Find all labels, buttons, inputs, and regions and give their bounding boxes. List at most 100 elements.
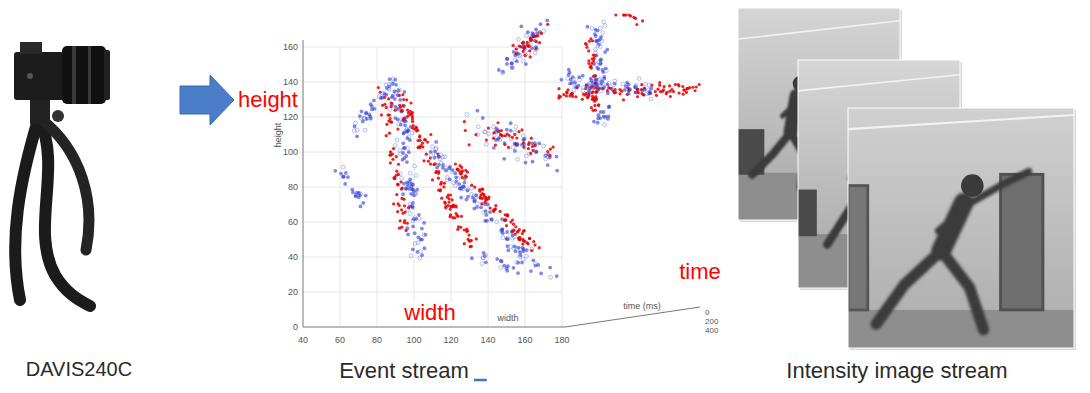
event-dot: [406, 183, 410, 187]
event-dot: [574, 95, 577, 98]
event-dot: [482, 211, 486, 215]
event-dot: [525, 248, 529, 252]
intensity-frames: [848, 186, 868, 310]
plot-grid: [414, 47, 415, 327]
tick-label: 140: [479, 336, 496, 345]
event-dot: [587, 62, 590, 65]
event-dot: [385, 134, 388, 137]
intensity-frames: [1001, 174, 1043, 310]
event-dot: [606, 83, 610, 87]
event-dot: [512, 266, 516, 270]
event-dot: [590, 66, 593, 69]
event-dot: [350, 188, 354, 192]
event-dot: [522, 146, 525, 149]
event-dot: [447, 200, 450, 203]
event-dot: [422, 233, 426, 237]
event-dot: [587, 91, 591, 95]
event-dot: [513, 245, 517, 249]
event-dot: [339, 172, 343, 176]
event-dot: [464, 174, 467, 177]
event-dot: [661, 90, 664, 93]
event-dot: [528, 141, 531, 144]
event-dot: [457, 182, 461, 186]
event-dot: [518, 255, 522, 259]
event-dot: [669, 95, 672, 98]
event-dot: [499, 266, 503, 270]
event-dot: [549, 154, 552, 157]
plot-axes: [303, 40, 304, 327]
event-dot: [485, 219, 489, 223]
event-dot: [516, 246, 520, 250]
event-dot: [413, 193, 417, 197]
plot-axes: [303, 327, 565, 328]
tick-label: 80: [287, 183, 299, 192]
event-dot: [359, 205, 363, 209]
event-dot: [682, 88, 685, 91]
event-dot: [391, 158, 394, 161]
event-dot: [447, 204, 450, 207]
event-dot: [450, 170, 454, 174]
event-dot: [389, 161, 392, 164]
event-dot: [395, 193, 398, 196]
event-dot: [427, 160, 430, 163]
event-dot: [567, 73, 571, 77]
event-dot: [429, 163, 432, 166]
tick-label: 80: [371, 336, 383, 345]
event-dot: [416, 235, 420, 239]
event-dot: [470, 239, 473, 242]
event-dot: [637, 77, 641, 81]
event-dot: [523, 45, 526, 48]
tick-label: 0: [704, 309, 710, 317]
event-dot: [431, 145, 435, 149]
event-dot: [361, 201, 365, 205]
event-dot: [370, 104, 374, 108]
event-dot: [504, 218, 507, 221]
event-dot: [388, 113, 391, 116]
event-dot: [489, 206, 492, 209]
event-dot: [532, 35, 535, 38]
event-dot: [509, 129, 513, 133]
event-dot: [408, 171, 412, 175]
event-dot: [363, 128, 367, 132]
axis-callout: width: [403, 302, 456, 324]
event-dot: [467, 233, 470, 236]
event-dot: [410, 131, 414, 135]
axis-title: time (ms): [622, 302, 662, 311]
event-dot: [402, 118, 405, 121]
event-dot: [353, 129, 357, 133]
event-dot: [412, 124, 415, 127]
event-dot: [398, 94, 401, 97]
event-dot: [505, 57, 509, 61]
event-dot: [393, 97, 397, 101]
event-dot: [614, 88, 617, 91]
event-dot: [503, 143, 506, 146]
event-dot: [487, 132, 491, 136]
event-dot: [606, 89, 609, 92]
event-dot: [528, 237, 531, 240]
event-dot: [565, 91, 568, 94]
event-dot: [539, 22, 543, 26]
event-dot: [397, 89, 401, 93]
event-dot: [622, 98, 625, 101]
event-dot: [476, 202, 480, 206]
event-dot: [522, 59, 526, 63]
event-dot: [372, 98, 376, 102]
event-dot: [627, 92, 631, 96]
event-dot: [545, 19, 549, 23]
event-dot: [408, 212, 412, 216]
event-dot: [587, 59, 590, 62]
event-dot: [533, 51, 537, 55]
event-dot: [413, 231, 417, 235]
event-dot: [466, 189, 470, 193]
event-dot: [593, 32, 597, 36]
event-dot: [451, 216, 454, 219]
event-dot: [522, 141, 525, 144]
event-dot: [405, 130, 409, 134]
event-dot: [396, 210, 399, 213]
event-dot: [532, 240, 535, 243]
plot-grid: [303, 82, 562, 83]
event-dot: [474, 133, 477, 136]
event-dot: [396, 183, 399, 186]
event-dot: [475, 237, 478, 240]
event-dot: [343, 182, 347, 186]
